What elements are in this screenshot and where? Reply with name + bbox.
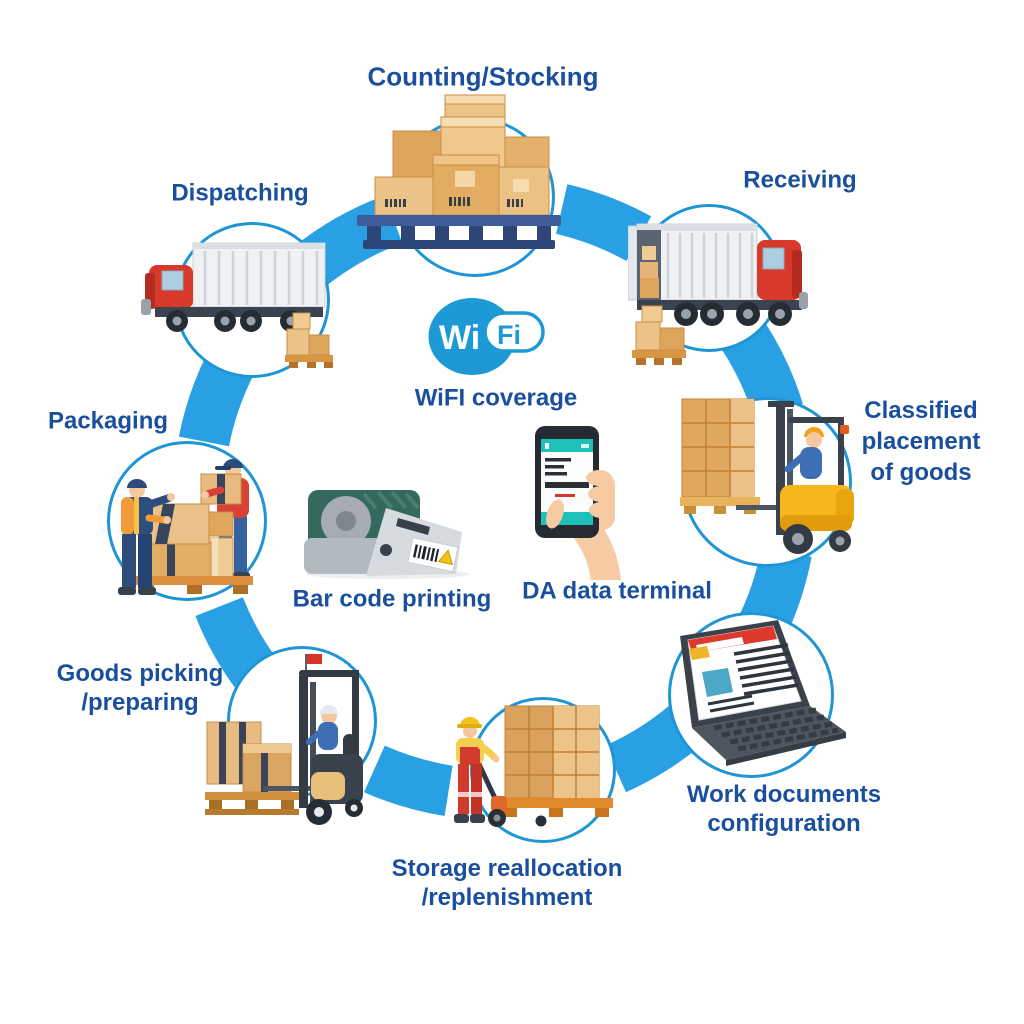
wifi-logo-wi-text: Wi [439, 319, 480, 357]
worker-pallet-jack-illustration [443, 700, 618, 848]
ring-arc-segment [364, 745, 453, 816]
barcode-printer-illustration [300, 488, 478, 580]
workers-packing-icon [118, 459, 253, 595]
wifi-coverage-label: WiFI coverage [414, 384, 578, 412]
stage-label-goods-picking: Goods picking /preparing [56, 660, 224, 716]
stage-label-classified-placement: Classified placement of goods [861, 397, 981, 487]
laptop-icon [680, 620, 846, 766]
barcode-printing-label: Bar code printing [292, 585, 492, 613]
workers-packing-illustration [103, 440, 265, 602]
truck-unloading-icon [628, 223, 808, 365]
stage-label-counting-stocking: Counting/Stocking [367, 61, 599, 92]
worker-pallet-jack-icon [454, 705, 613, 827]
yellow-forklift-illustration [680, 393, 858, 560]
ring-arc-segment [178, 354, 253, 447]
barcode-printer-icon [304, 490, 470, 579]
data-terminal-illustration [515, 422, 660, 580]
stage-label-storage-reallocation: Storage reallocation /replenishment [391, 855, 623, 911]
wifi-logo: Wi Fi [428, 297, 545, 376]
data-terminal-label: DA data terminal [522, 577, 712, 605]
wifi-logo-fi-text: Fi [497, 320, 521, 350]
stage-label-work-documents: Work documents configuration [686, 781, 882, 837]
ring-arc-segment [722, 322, 803, 419]
reach-forklift-icon [205, 654, 363, 825]
stage-label-dispatching: Dispatching [171, 179, 309, 207]
stage-label-packaging: Packaging [47, 407, 169, 435]
data-terminal-icon [535, 426, 621, 580]
stage-label-receiving: Receiving [743, 166, 857, 194]
yellow-forklift-icon [680, 398, 854, 554]
truck-departing-illustration [135, 237, 335, 369]
truck-unloading-illustration [628, 210, 833, 368]
wifi-logo-icon: Wi Fi [428, 298, 545, 375]
laptop-illustration [652, 618, 852, 768]
reach-forklift-illustration [205, 652, 368, 825]
boxes-on-pallet-illustration [355, 93, 563, 251]
truck-departing-icon [141, 242, 333, 368]
ring-arc-segment [556, 184, 652, 261]
boxes-on-pallet-icon [357, 94, 561, 249]
